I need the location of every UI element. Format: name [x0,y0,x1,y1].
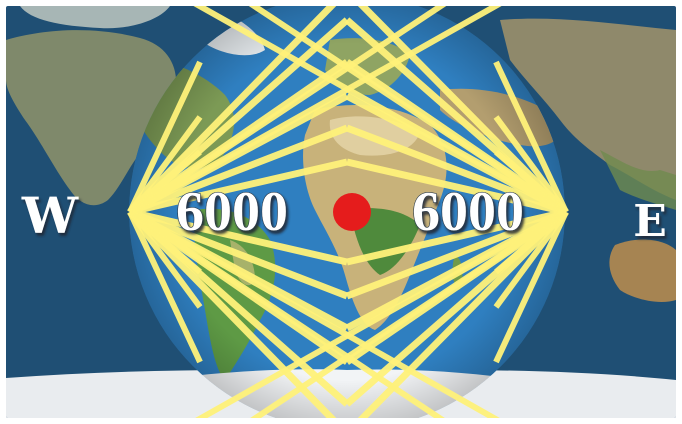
ray-line [128,209,467,418]
ray-line [127,210,203,309]
west-label: W [21,186,79,245]
east-label: E [633,196,667,247]
ray-line [228,209,568,418]
ray-line [493,210,569,309]
ray-line [494,149,568,215]
ray-line [178,6,568,215]
ray-line [494,209,568,275]
ray-line [128,208,349,300]
ray-line [345,208,568,300]
ray-line [127,115,203,214]
ray-line [127,60,203,214]
ray-line [345,124,568,216]
ray-line [228,6,568,215]
ray-line [128,6,467,215]
ray-line [129,208,348,266]
ray-line [127,209,350,418]
ray-line [128,149,202,215]
distance-right-label: 6000 [412,181,524,243]
ray-pattern [127,6,569,418]
ray-line [346,208,567,266]
ray-line [129,158,348,216]
ray-line [493,210,569,364]
ray-line [127,6,350,215]
ray-line [178,209,568,418]
ray-line [493,60,569,214]
ray-line [493,115,569,214]
distance-left-label: 6000 [176,181,288,243]
ray-line [128,209,202,275]
ray-line [127,210,203,364]
ray-line [344,209,569,418]
red-dot-marker [333,193,371,231]
ray-line [128,209,517,418]
ray-line [344,6,569,215]
ray-line [128,6,517,215]
ray-line [128,124,349,216]
ray-line [346,158,567,216]
